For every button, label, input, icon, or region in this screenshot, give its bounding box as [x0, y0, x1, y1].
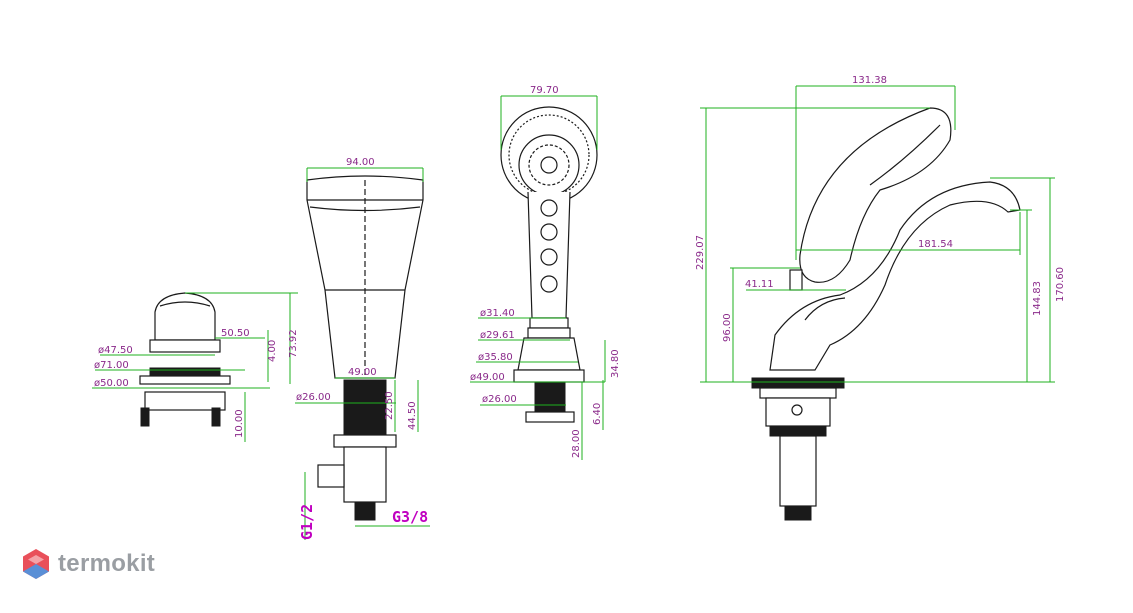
dim-w-small: 41.11 [745, 279, 774, 290]
handle-bolt-left [140, 407, 150, 427]
dim-h1: 34.80 [610, 349, 621, 378]
dim-d2: ø29.61 [480, 330, 515, 341]
dim-d3: ø50.00 [94, 378, 129, 389]
dim-w-top: 94.00 [346, 157, 375, 168]
dim-d2: ø71.00 [94, 360, 129, 371]
shower-head-center [540, 156, 558, 174]
spout-shank-thread [784, 505, 812, 521]
handle-gasket [149, 367, 221, 377]
thread-label-g2: G3/8 [392, 508, 428, 526]
brand-name: termokit [58, 550, 156, 577]
dim-h-total: 229.07 [695, 235, 706, 270]
dim-w-reach: 181.54 [918, 239, 953, 250]
spout-handset [799, 107, 952, 283]
dim-d5: ø26.00 [482, 394, 517, 405]
shower-button [540, 248, 558, 266]
dim-h1: 22.50 [384, 391, 395, 420]
diverter-column-view: 94.00 49.00 ø26.00 22.50 44.50 G1/2 G3/8 [295, 157, 430, 540]
handle-ridge [159, 301, 211, 307]
column-connector [343, 446, 387, 503]
spout-lever [804, 297, 846, 321]
shower-flange [513, 369, 585, 383]
dim-d3: ø35.80 [478, 352, 513, 363]
shower-button [540, 223, 558, 241]
shower-collar [527, 327, 571, 339]
thread-label-g1: G1/2 [298, 504, 316, 540]
handle-flange [139, 375, 231, 385]
valve-handle-view: 50.50 ø47.50 ø71.00 ø50.00 4.00 73.92 10… [92, 292, 299, 442]
dim-h3: 28.00 [571, 429, 582, 458]
column-side-inlet [317, 464, 345, 488]
hexagon-logo-icon [23, 549, 49, 579]
column-thread [343, 379, 387, 436]
handle-base [144, 391, 226, 411]
spout-nut [769, 425, 827, 437]
column-outlet-thread [354, 501, 376, 521]
dim-h-small: 4.00 [267, 340, 278, 362]
dim-h2: 6.40 [592, 403, 603, 425]
shower-holder [517, 337, 581, 371]
dim-h2: 44.50 [407, 401, 418, 430]
shower-collar [529, 317, 569, 329]
column-nut [333, 434, 397, 448]
dim-w-top: 50.50 [221, 328, 250, 339]
dim-w-top: 131.38 [852, 75, 887, 86]
shower-nut [525, 411, 575, 423]
spout-view: 131.38 181.54 41.11 229.07 170.60 144.83… [695, 75, 1066, 521]
dim-w-base: 49.00 [348, 367, 377, 378]
shower-button [540, 199, 558, 217]
spout-plate [759, 387, 837, 399]
spout-screw [791, 404, 803, 416]
dim-h-mid: 144.83 [1032, 281, 1043, 316]
spout-arm [769, 181, 1021, 371]
dim-h-total: 73.92 [288, 329, 299, 358]
dim-d1: ø47.50 [98, 345, 133, 356]
shower-button [540, 275, 558, 293]
spout-flange [751, 377, 845, 389]
dim-d-shank: ø26.00 [296, 392, 331, 403]
handle-bolt-right [211, 407, 221, 427]
spout-shank [779, 435, 817, 507]
dim-w-head: 79.70 [530, 85, 559, 96]
spout-handset-detail [869, 124, 941, 186]
dim-h-shank: 10.00 [234, 409, 245, 438]
hand-shower-view: 79.70 ø31.40 ø29.61 ø35.80 ø49.00 ø26.00… [470, 85, 621, 460]
spout-knob [789, 269, 803, 291]
brand-logo: termokit [22, 548, 155, 580]
handle-body [154, 292, 216, 341]
dim-d4: ø49.00 [470, 372, 505, 383]
dim-d1: ø31.40 [480, 308, 515, 319]
dim-h-outlet: 170.60 [1055, 267, 1066, 302]
dim-h-base: 96.00 [722, 313, 733, 342]
shower-thread [534, 381, 566, 413]
handle-collar [149, 339, 221, 353]
